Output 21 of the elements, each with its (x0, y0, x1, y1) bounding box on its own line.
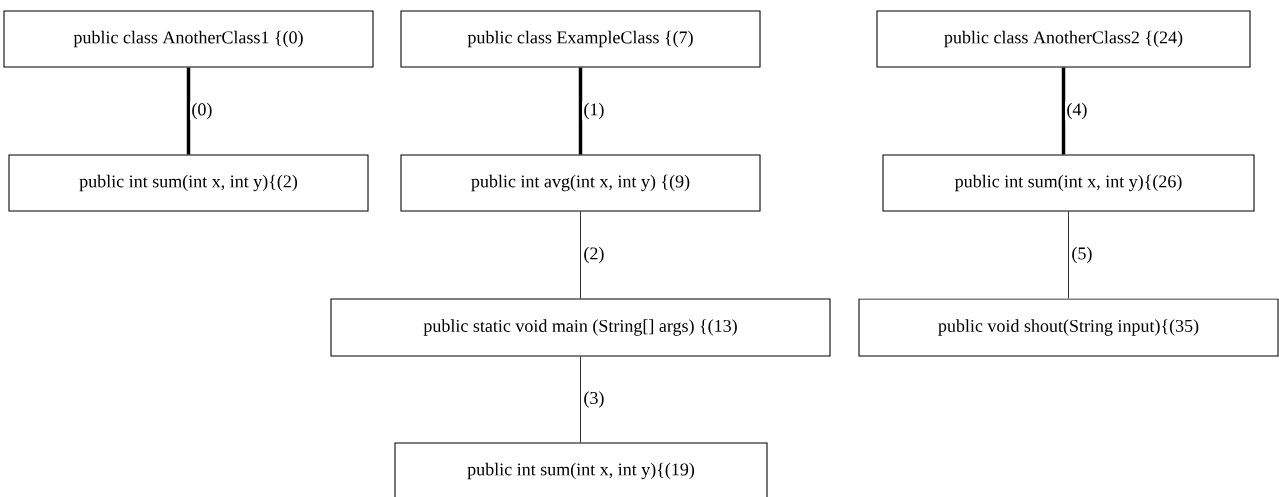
code-box: public void shout(String input){(35) (858, 298, 1279, 357)
edge-label: (4) (1065, 101, 1089, 121)
connector-line (1068, 211, 1069, 299)
code-box: public int sum(int x, int y){(26) (882, 154, 1255, 212)
connector-line (186, 67, 191, 155)
connector-line (578, 67, 583, 155)
edge-label: (0) (190, 101, 214, 121)
edge-label: (5) (1070, 245, 1094, 265)
connector-line (580, 211, 581, 299)
edge-label: (3) (582, 390, 606, 409)
connector-line (580, 356, 581, 443)
code-box: public class AnotherClass2 {(24) (876, 10, 1251, 68)
edge-label: (2) (582, 245, 606, 265)
code-box: public int sum(int x, int y){(19) (394, 442, 768, 497)
code-box: public int avg(int x, int y) {(9) (400, 154, 761, 212)
connector-line (1061, 67, 1066, 155)
edge-label: (1) (582, 101, 606, 121)
code-box: public class ExampleClass {(7) (400, 10, 761, 68)
code-box: public int sum(int x, int y){(2) (8, 154, 369, 212)
code-box: public static void main (String[] args) {(13) (330, 298, 831, 357)
code-box: public class AnotherClass1 {(0) (3, 10, 374, 68)
